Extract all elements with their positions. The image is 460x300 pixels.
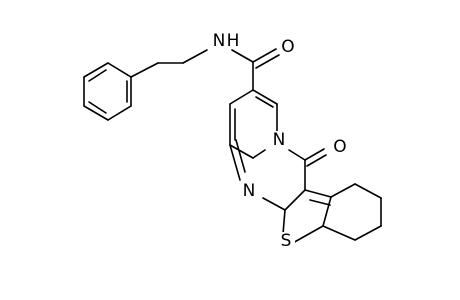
ring-nitrogen: N [270, 130, 288, 150]
amide-o-label: O [281, 37, 294, 57]
keto-oxygen: O [331, 137, 349, 157]
thiophene-sulfur: S [277, 231, 295, 252]
keto-o-label: O [333, 137, 346, 157]
ring-n-label: N [273, 130, 286, 150]
thio-s-label: S [281, 231, 292, 251]
amide-n-label: N [213, 31, 226, 51]
imine-nitrogen: N [240, 181, 258, 201]
imine-n-label: N [243, 181, 256, 201]
bonds [83, 48, 382, 245]
amide-nitrogen: N H [211, 31, 239, 51]
atom-labels: N H O N O N S [211, 31, 349, 252]
amide-oxygen: O [280, 37, 298, 57]
amide-h-label: H [227, 31, 240, 51]
